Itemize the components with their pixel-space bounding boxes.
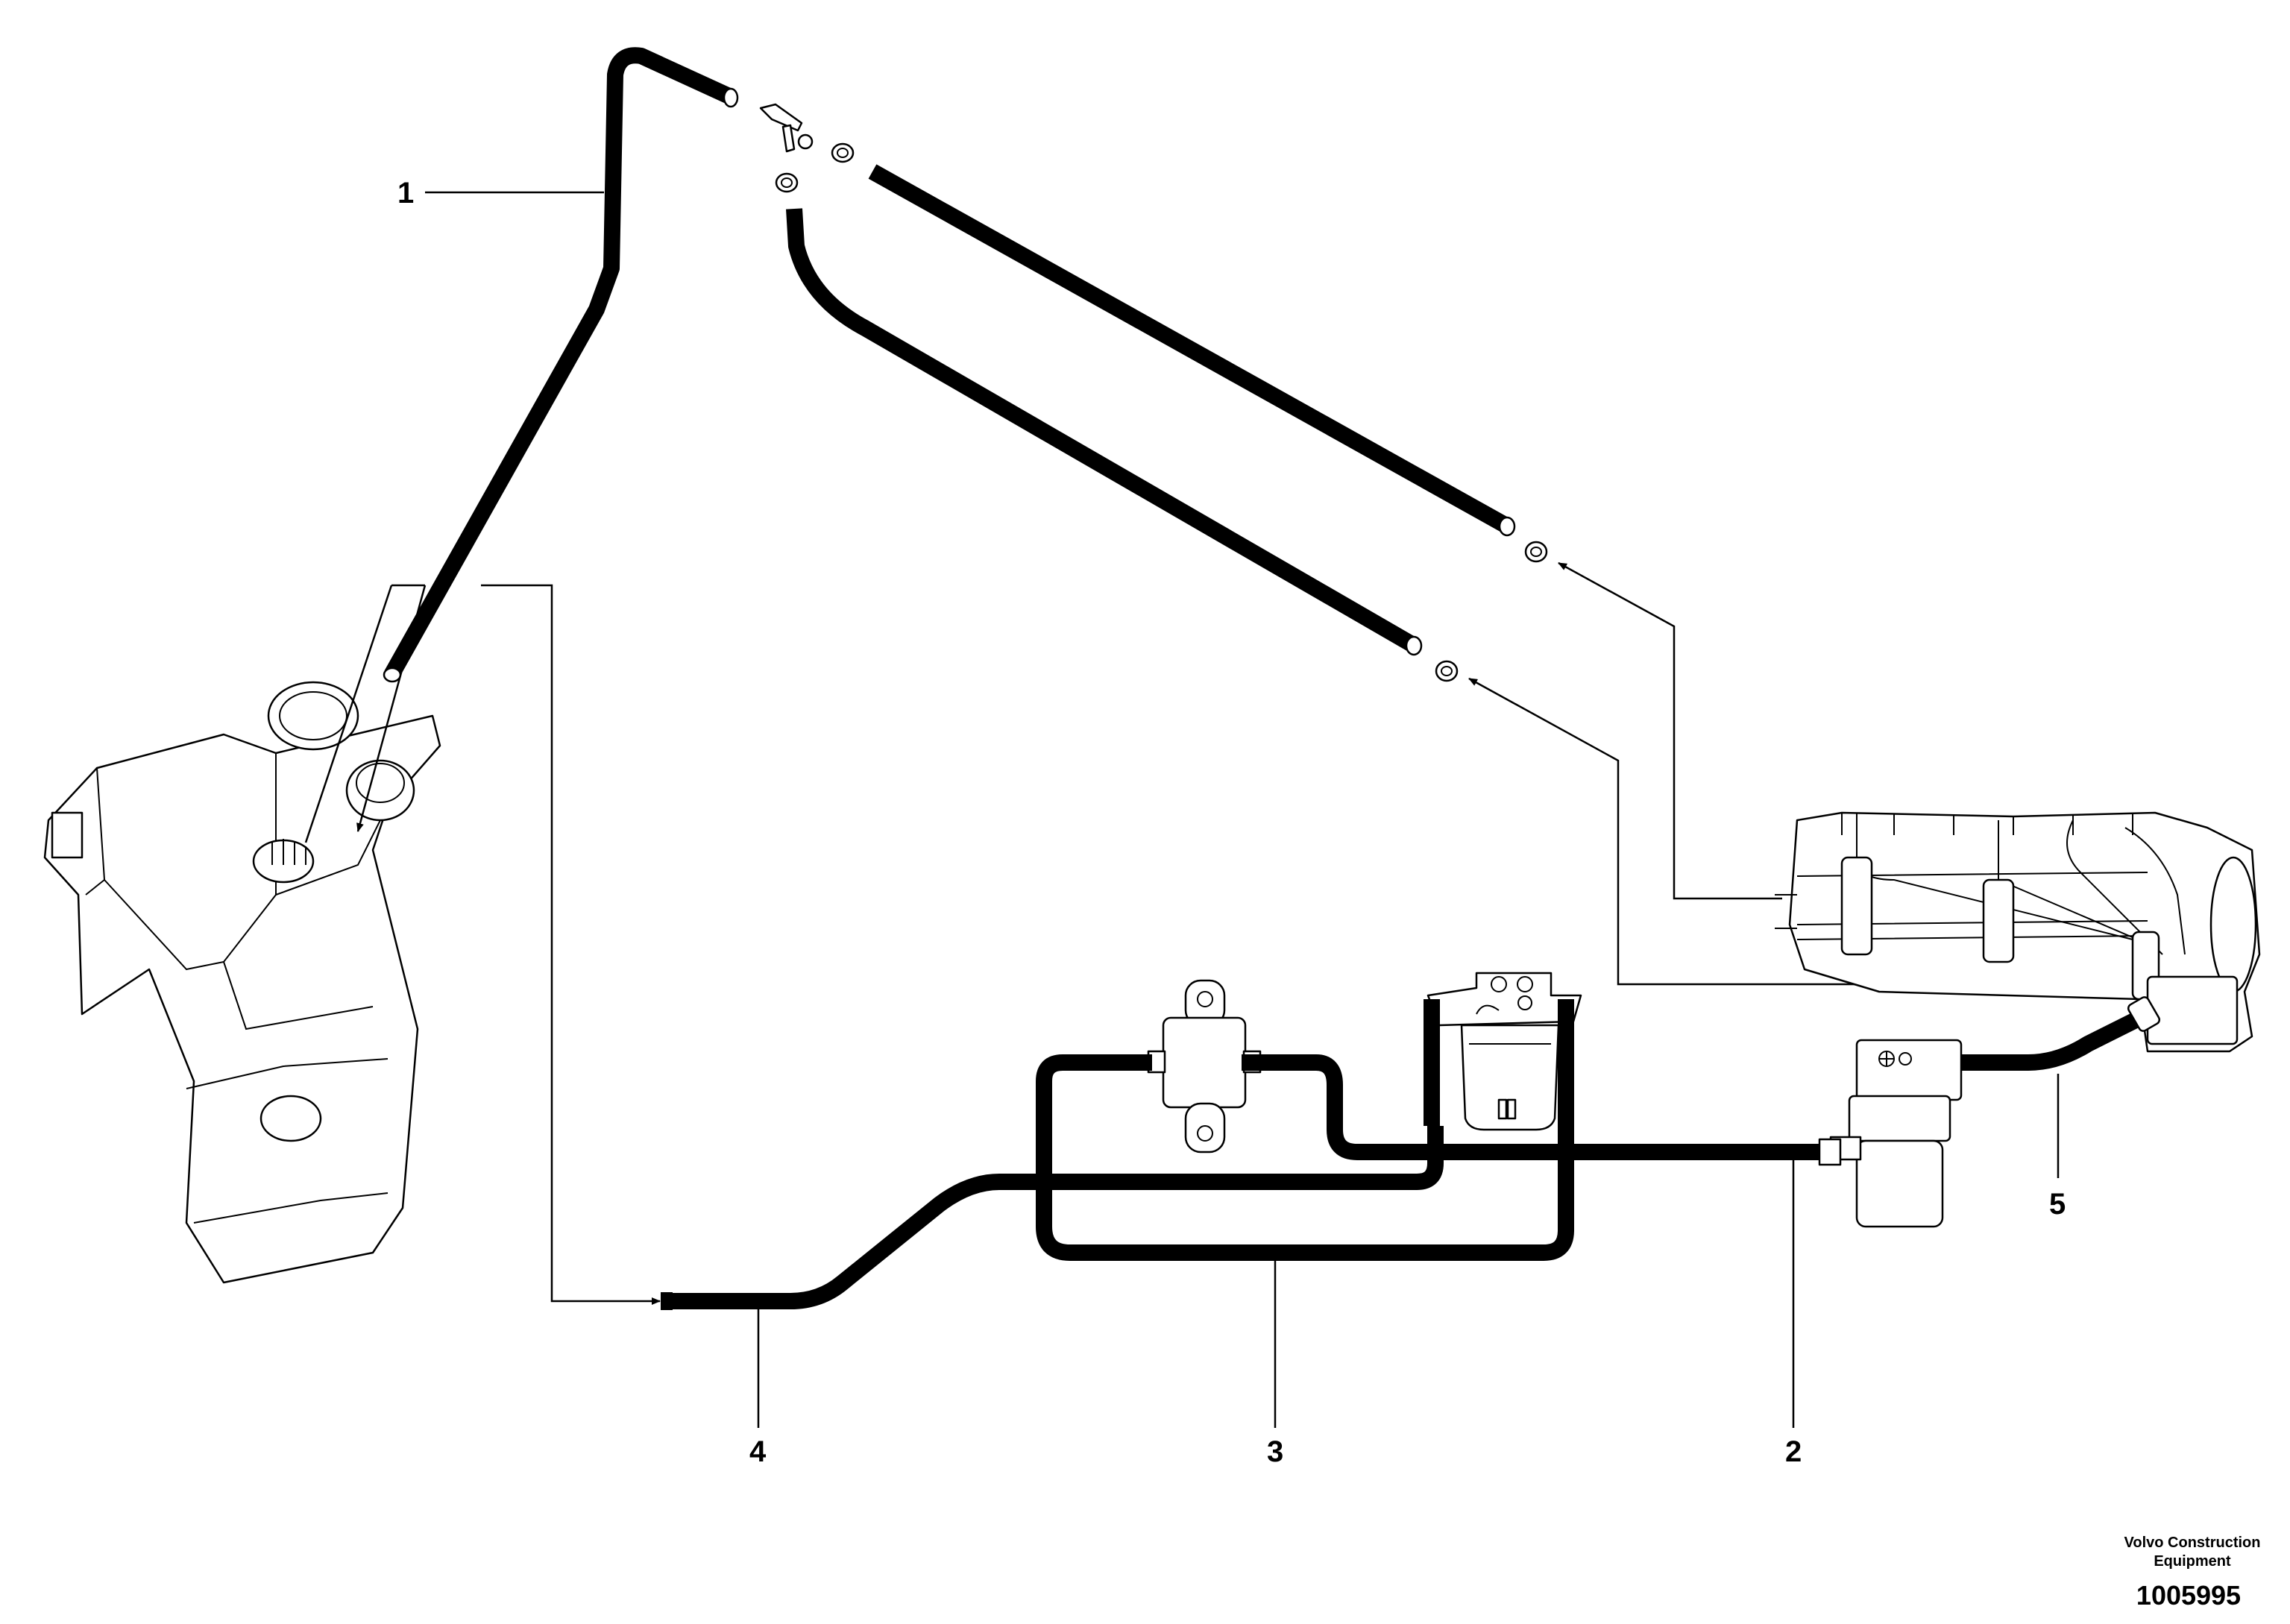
callout-4: 4 <box>749 1435 767 1468</box>
t-connector <box>759 103 814 153</box>
engine-assembly <box>1775 811 2261 1053</box>
fuel-filter <box>1426 972 1582 1131</box>
hose-5 <box>1954 1007 2151 1071</box>
document-number: 1005995 <box>2136 1580 2241 1611</box>
brand-line-2: Equipment <box>2154 1553 2231 1570</box>
callout-1: 1 <box>397 177 414 210</box>
callout-3: 3 <box>1267 1435 1283 1468</box>
callout-5: 5 <box>2049 1188 2066 1221</box>
inline-fuel-pump <box>1147 979 1262 1154</box>
hose-clamp <box>831 142 855 163</box>
upper-return-hose <box>868 164 1511 533</box>
hose-3 <box>1036 999 1574 1261</box>
hose-2 <box>1242 1054 1834 1160</box>
fuel-tank <box>43 681 441 1284</box>
hose-4 <box>671 1126 1444 1309</box>
hose-clamp <box>775 172 799 193</box>
callout-2: 2 <box>1785 1435 1802 1468</box>
lower-return-hose <box>786 208 1418 652</box>
hose-1 <box>384 47 735 679</box>
hose-clamp <box>1524 541 1548 563</box>
brand-line-1: Volvo Construction <box>2124 1535 2261 1551</box>
electric-fuel-pump <box>1829 1039 1963 1228</box>
hose-clamp <box>1435 660 1459 682</box>
